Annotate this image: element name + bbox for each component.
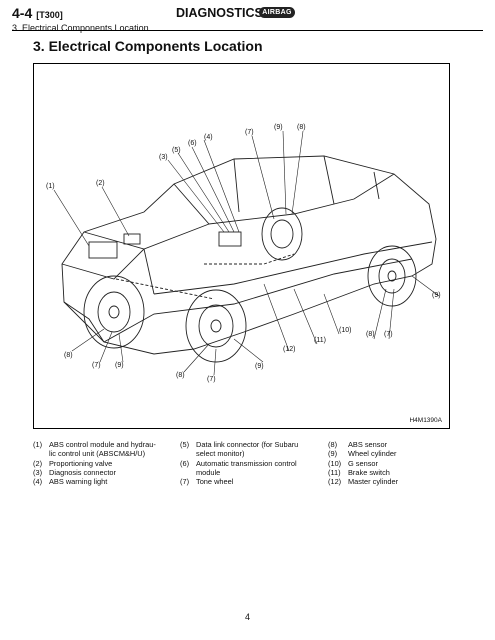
- section-code: [T300]: [36, 10, 63, 20]
- callout-7-right: (7): [384, 331, 393, 338]
- legend-text: Proportioning valve: [49, 458, 113, 468]
- legend-column-1: (1) ABS control module and hydrau- lic co…: [33, 440, 173, 486]
- legend-number: (8): [328, 440, 338, 449]
- legend-text: lic control unit (ABSCM&H/U): [49, 449, 146, 459]
- legend-number: (5): [180, 440, 190, 449]
- header-subtitle: 3. Electrical Components Location: [12, 23, 149, 33]
- callout-6: (6): [188, 140, 197, 147]
- callout-3: (3): [159, 154, 168, 161]
- legend-item: (8) ABS sensor: [328, 440, 458, 449]
- callout-8-top: (8): [297, 124, 306, 131]
- callout-2: (2): [96, 180, 105, 187]
- callout-10: (10): [339, 327, 351, 334]
- wheel-group: [83, 207, 417, 363]
- page-number: 4: [244, 612, 250, 622]
- legend-text: module: [196, 467, 221, 477]
- section-number: 4-4: [12, 5, 33, 21]
- legend-number: (6): [180, 458, 190, 468]
- legend-number: [33, 449, 49, 458]
- header-left: 4-4[T300] 3. Electrical Components Locat…: [12, 5, 149, 33]
- legend-text: Diagnosis connector: [49, 467, 116, 477]
- legend-text: select monitor): [196, 449, 245, 459]
- legend-item: lic control unit (ABSCM&H/U): [33, 449, 173, 458]
- callout-8-left: (8): [64, 352, 73, 359]
- legend-column-2: (5) Data link connector (for Subaru selec…: [180, 440, 320, 486]
- legend-item: (10) G sensor: [328, 459, 458, 468]
- legend-text: Master cylinder: [348, 477, 399, 487]
- car-illustration: (1) (2) (3) (4) (5) (6) (7) (9) (8) (9) …: [46, 124, 441, 383]
- airbag-badge: AIRBAG: [259, 7, 295, 18]
- legend-number: (4): [33, 477, 43, 487]
- callout-8-right: (8): [366, 331, 375, 338]
- legend-text: Wheel cylinder: [348, 449, 397, 459]
- legend-item: (4) ABS warning light: [33, 477, 173, 486]
- figure-frame: (1) (2) (3) (4) (5) (6) (7) (9) (8) (9) …: [33, 63, 450, 429]
- callout-9-right: (9): [432, 292, 441, 299]
- legend-number: (2): [33, 458, 43, 468]
- legend-item: (2) Proportioning valve: [33, 459, 173, 468]
- legend-item: (12) Master cylinder: [328, 477, 458, 486]
- legend-text: Data link connector (for Subaru: [196, 440, 299, 449]
- legend-number: (9): [328, 449, 338, 459]
- callout-11: (11): [314, 337, 326, 344]
- callout-4: (4): [204, 134, 213, 141]
- legend-number: [180, 468, 196, 477]
- legend-item: (11) Brake switch: [328, 468, 458, 477]
- legend-text: ABS sensor: [348, 440, 388, 449]
- legend-item: (1) ABS control module and hydrau-: [33, 440, 173, 449]
- callout-7-left: (7): [92, 362, 101, 369]
- legend-number: (10): [328, 458, 342, 468]
- callout-12: (12): [283, 346, 295, 353]
- legend-item: (6) Automatic transmission control: [180, 459, 320, 468]
- legend-column-3: (8) ABS sensor (9) Wheel cylinder (10) G se…: [328, 440, 458, 486]
- legend-number: (7): [180, 477, 190, 487]
- legend-text: Tone wheel: [196, 477, 234, 487]
- legend-item: (5) Data link connector (for Subaru: [180, 440, 320, 449]
- legend-number: (11): [328, 467, 341, 477]
- header-rule: [12, 30, 483, 31]
- page-title: 3. Electrical Components Location: [33, 38, 263, 54]
- callout-5: (5): [172, 147, 181, 154]
- callout-7-mid: (7): [207, 376, 216, 383]
- callout-7-top: (7): [245, 129, 254, 136]
- legend-number: (1): [33, 440, 43, 449]
- legend-text: ABS warning light: [49, 477, 108, 487]
- header-title: DIAGNOSTICS: [176, 6, 263, 20]
- callout-9-mid: (9): [255, 363, 264, 370]
- callout-9-top: (9): [274, 124, 283, 131]
- legend-number: [180, 449, 196, 458]
- legend-item: (9) Wheel cylinder: [328, 449, 458, 458]
- legend-text: Automatic transmission control: [196, 458, 297, 468]
- legend-item: select monitor): [180, 449, 320, 458]
- legend-number: (12): [328, 477, 342, 487]
- legend-item: (7) Tone wheel: [180, 477, 320, 486]
- legend-number: (3): [33, 467, 43, 477]
- legend-text: ABS control module and hydrau-: [49, 440, 156, 449]
- legend-item: (3) Diagnosis connector: [33, 468, 173, 477]
- callout-8-mid: (8): [176, 372, 185, 379]
- figure-code: H4M1390A: [409, 417, 442, 424]
- legend-item: module: [180, 468, 320, 477]
- legend-text: G sensor: [348, 458, 378, 468]
- callout-1: (1): [46, 183, 55, 190]
- legend-text: Brake switch: [348, 467, 390, 477]
- callout-9-left: (9): [115, 362, 124, 369]
